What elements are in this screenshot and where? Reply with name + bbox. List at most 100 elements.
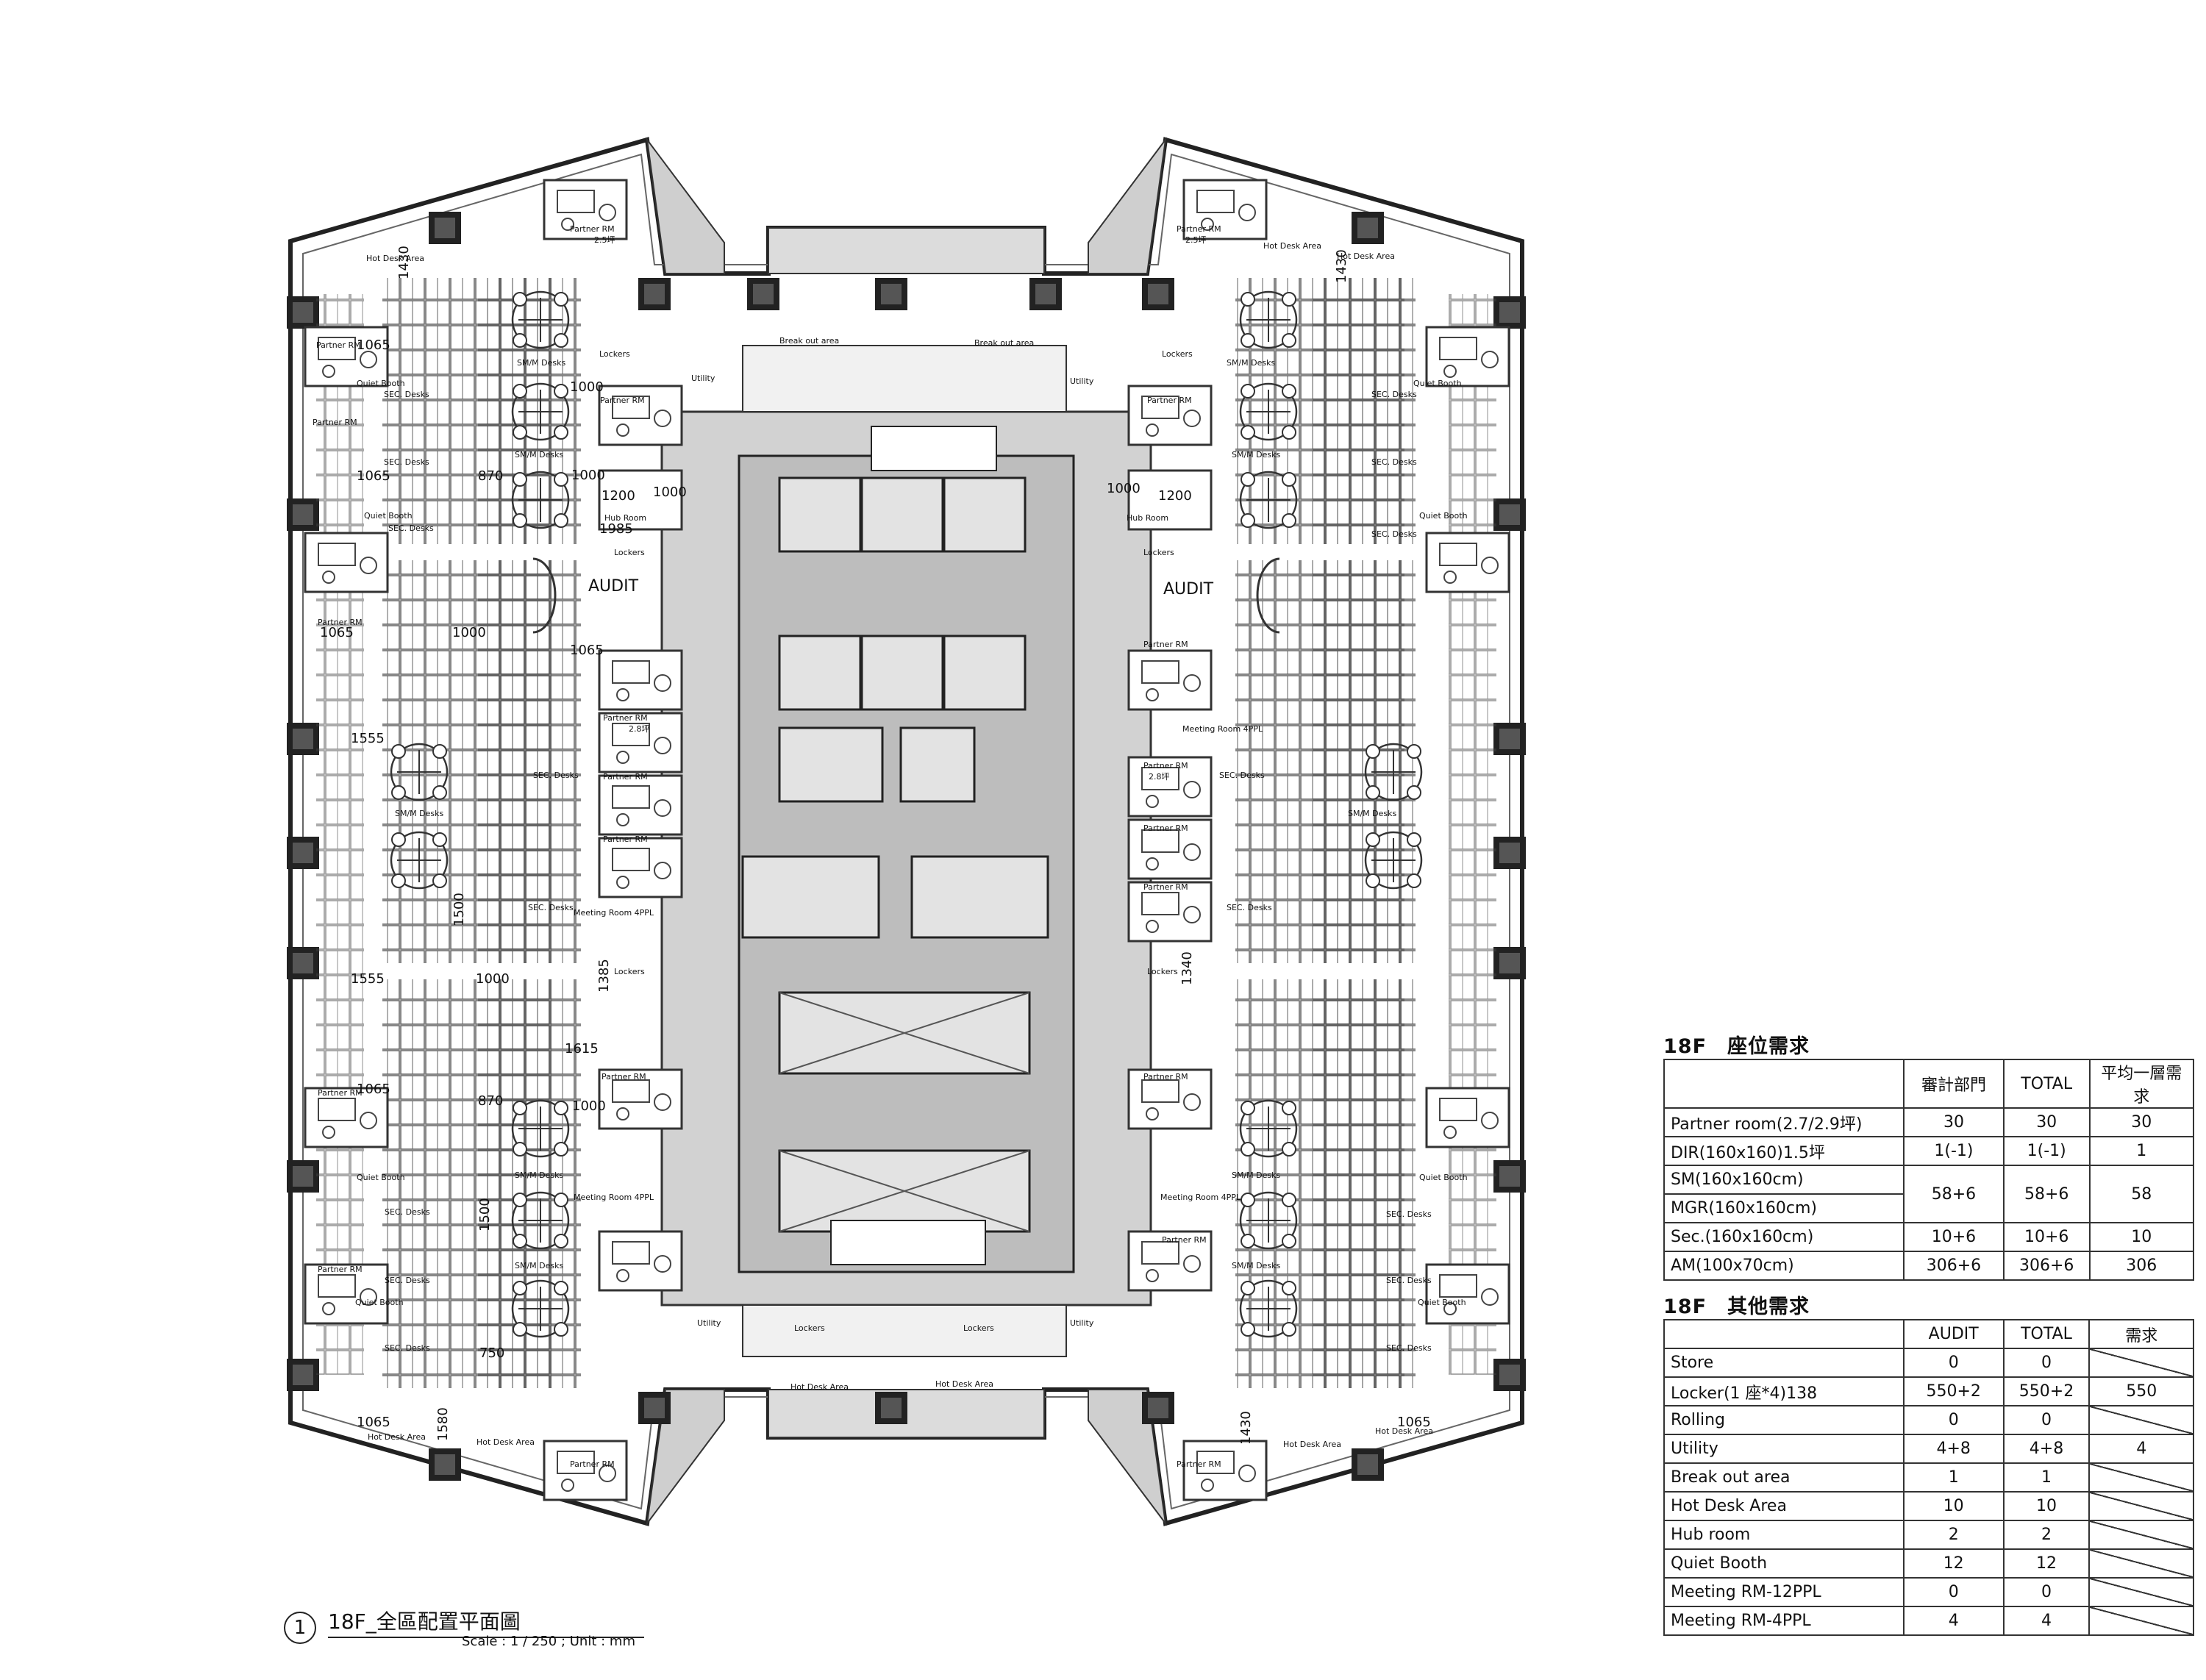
quiet-booth-label: Quiet Booth	[1419, 1173, 1468, 1182]
sec-desks-label: SEC. Desks	[1371, 529, 1417, 539]
cell: 2	[2002, 1520, 2091, 1550]
dimension-label: 1065	[357, 468, 390, 484]
cell: 0	[1902, 1348, 2005, 1378]
row-label: Rolling	[1663, 1405, 1905, 1435]
sec-desks-label: SEC. Desks	[1227, 903, 1272, 912]
sec-desks-label: SEC. Desks	[1386, 1209, 1432, 1219]
partner-rm-label: Partner RM	[1143, 640, 1188, 649]
table-row: AM(100x70cm) 306+6 306+6 306	[1663, 1251, 2195, 1281]
sec-desks-label: SEC. Desks	[1371, 390, 1417, 399]
row-label: SM(160x160cm)	[1663, 1165, 1905, 1195]
empty-cell	[2088, 1548, 2194, 1579]
quiet-booth-label: Quiet Booth	[357, 379, 405, 388]
row-label: Meeting RM-12PPL	[1663, 1577, 1905, 1607]
table-row: Sec.(160x160cm) 10+6 10+6 10	[1663, 1222, 2195, 1252]
lockers-label: Lockers	[1143, 548, 1174, 557]
empty-cell	[2088, 1348, 2194, 1378]
row-label: Store	[1663, 1348, 1905, 1378]
table-row: DIR(160x160)1.5坪 1(-1) 1(-1) 1	[1663, 1136, 2195, 1166]
dimension-label: 1430	[1238, 1411, 1254, 1445]
dimension-label: 1580	[435, 1407, 451, 1441]
cell: 58	[2088, 1165, 2195, 1223]
cell: 30	[2088, 1107, 2195, 1137]
hub-room-label: Hub Room	[1127, 513, 1168, 523]
dimension-label: 1000	[653, 485, 687, 500]
drawing-number: 1	[284, 1612, 316, 1644]
partner-rm-area: 2.8坪	[629, 724, 650, 734]
hot-desk-label: Hot Desk Area	[1375, 1426, 1433, 1436]
smm-desks-label: SM/M Desks	[1232, 450, 1281, 460]
dimension-label: 1555	[351, 971, 385, 987]
partner-rm-label: Partner RM	[1143, 882, 1188, 892]
floor-plan: AUDIT AUDIT Hot Desk Area Hot Desk Area …	[287, 137, 1526, 1526]
partner-rm-label: Partner RM	[570, 1459, 615, 1469]
dimension-label: 1385	[596, 959, 612, 993]
lockers-label: Lockers	[1162, 349, 1193, 359]
cell: 306	[2088, 1251, 2195, 1281]
cell: 1	[1902, 1462, 2005, 1493]
table-header-row: AUDIT TOTAL 需求	[1663, 1319, 2194, 1349]
sec-desks-label: SEC. Desks	[1386, 1343, 1432, 1353]
row-label: Partner room(2.7/2.9坪)	[1663, 1107, 1905, 1137]
cell: 10	[2088, 1222, 2195, 1252]
empty-cell	[2088, 1462, 2194, 1493]
cell: 4	[1902, 1606, 2005, 1636]
cell: 10+6	[2002, 1222, 2091, 1252]
partner-rm-label: Partner RM	[603, 713, 648, 723]
utility-label: Utility	[1070, 376, 1094, 386]
partner-rm-label: Partner RM	[318, 618, 363, 627]
cell: 4+8	[2002, 1434, 2091, 1464]
smm-desks-label: SM/M Desks	[515, 450, 564, 460]
cell: 12	[2002, 1548, 2091, 1579]
partner-rm-label: Partner RM	[1177, 1459, 1221, 1469]
hub-room-label: Hub Room	[604, 513, 646, 523]
other-table-title: 18F 其他需求	[1663, 1295, 1810, 1318]
cell: 550	[2088, 1376, 2194, 1406]
partner-rm-label: Partner RM	[603, 834, 648, 844]
cell: 4+8	[1902, 1434, 2005, 1464]
dimension-label: 1000	[1107, 481, 1141, 496]
dimension-label: 1000	[571, 468, 605, 483]
dimension-label: 1000	[570, 379, 604, 395]
cell: 0	[1902, 1405, 2005, 1435]
dimension-label: 1430	[396, 246, 412, 279]
cell: 30	[2002, 1107, 2091, 1137]
dimension-label: 1065	[1397, 1415, 1431, 1430]
dimension-label: 1200	[1158, 488, 1192, 504]
row-label: Sec.(160x160cm)	[1663, 1222, 1905, 1252]
empty-cell	[2088, 1520, 2194, 1550]
cell: 306+6	[1903, 1251, 2005, 1281]
cell: 1(-1)	[1903, 1136, 2005, 1166]
meeting-room-label: Meeting Room 4PPL	[574, 1193, 654, 1202]
row-label: Hub room	[1663, 1520, 1905, 1550]
cell: 0	[2002, 1405, 2091, 1435]
meeting-room-label: Meeting Room 4PPL	[574, 908, 654, 918]
cell: 4	[2088, 1434, 2194, 1464]
sec-desks-label: SEC. Desks	[384, 390, 429, 399]
dimension-label: 750	[479, 1345, 504, 1361]
lockers-label: Lockers	[1147, 967, 1178, 976]
utility-label: Utility	[691, 373, 715, 383]
header-cell: 需求	[2088, 1319, 2194, 1349]
dimension-label: 1000	[572, 1098, 606, 1114]
header-cell: TOTAL	[2002, 1319, 2091, 1349]
cell: 1	[2088, 1136, 2195, 1166]
empty-cell	[2088, 1491, 2194, 1521]
dimension-label: 1000	[452, 625, 486, 640]
row-label: Break out area	[1663, 1462, 1905, 1493]
cell: 306+6	[2002, 1251, 2091, 1281]
quiet-booth-label: Quiet Booth	[364, 511, 413, 521]
smm-desks-label: SM/M Desks	[515, 1170, 564, 1180]
meeting-room-label: Meeting Room 4PPL	[1160, 1193, 1241, 1202]
partner-rm-label: Partner RM	[1143, 761, 1188, 771]
lockers-label: Lockers	[794, 1323, 825, 1333]
dimension-label: 1555	[351, 731, 385, 746]
lockers-label: Lockers	[614, 548, 645, 557]
cell: 58+6	[1903, 1165, 2005, 1223]
partner-rm-label: Partner RM	[600, 396, 645, 405]
lockers-label: Lockers	[963, 1323, 994, 1333]
